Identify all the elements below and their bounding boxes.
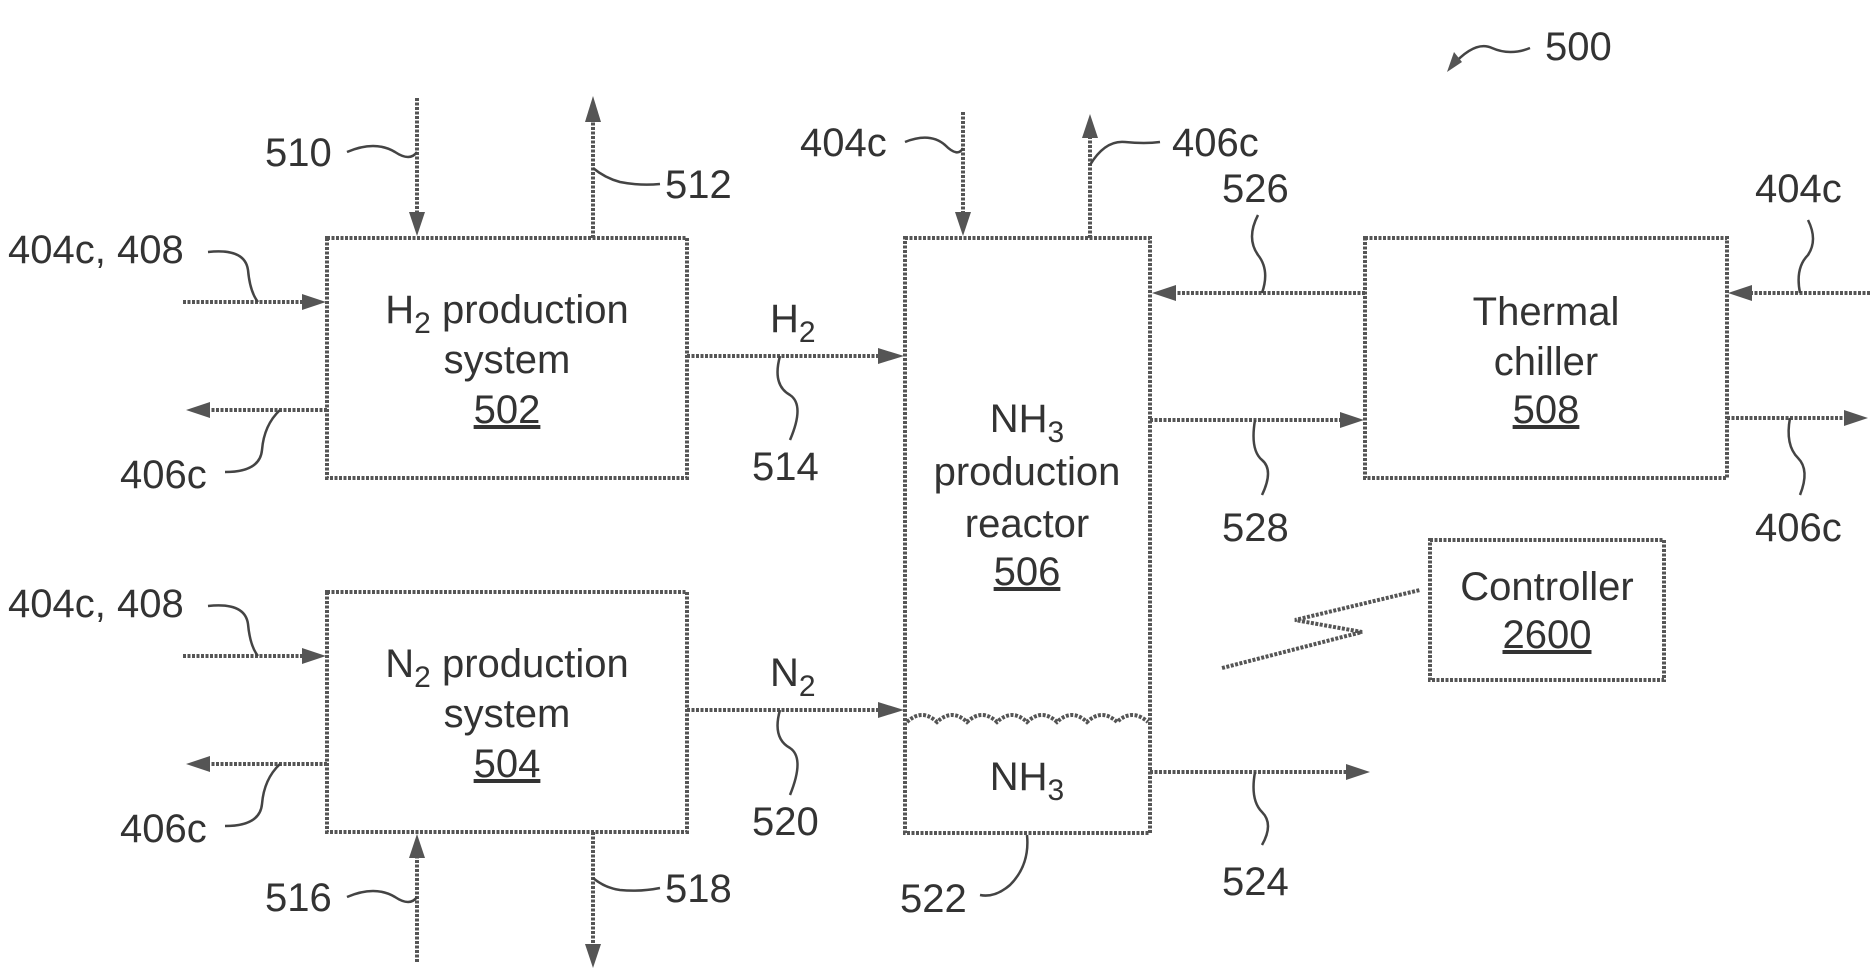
ref-528-leader — [1254, 420, 1268, 495]
ref-404c-408-top-leader — [208, 251, 258, 302]
ref-518-leader — [593, 878, 660, 891]
h2-flow-label: H2 — [770, 297, 816, 349]
stream-h2-input-arrowhead — [302, 294, 326, 310]
stream-526-arrowhead — [1152, 285, 1176, 301]
ref-406c-top: 406c — [120, 453, 207, 497]
ref-404c-408-top: 404c, 408 — [8, 228, 184, 272]
ref-406c-reactor: 406c — [1172, 121, 1259, 165]
ref-510-leader — [347, 146, 417, 157]
ref-512-leader — [593, 168, 660, 185]
ref-524-leader — [1254, 772, 1268, 845]
ref-520: 520 — [752, 800, 819, 844]
ref-406c-bottom: 406c — [120, 807, 207, 851]
ref-524: 524 — [1222, 860, 1289, 904]
ref-526-leader — [1252, 215, 1265, 293]
stream-528-arrowhead — [1340, 412, 1364, 428]
ref-516: 516 — [265, 876, 332, 920]
h2-production-system: H2 production system 502 — [327, 238, 687, 478]
ref-406c-bottom-leader — [225, 764, 280, 826]
ref-522: 522 — [900, 877, 967, 921]
h2-production-line2: system — [444, 338, 571, 382]
ref-404c-chiller: 404c — [1755, 167, 1842, 211]
ref-404c-408-bottom-leader — [208, 605, 258, 656]
reactor-line3: reactor — [965, 502, 1090, 546]
wireless-signal-icon — [1222, 590, 1420, 668]
ref-404c-chiller-leader — [1799, 220, 1813, 293]
ref-406c-chiller: 406c — [1755, 506, 1842, 550]
chiller-line1: Thermal — [1473, 290, 1620, 334]
n2-production-line2: system — [444, 692, 571, 736]
ref-516-leader — [347, 891, 417, 902]
ref-406c-reactor-leader — [1090, 142, 1160, 165]
stream-h2-406c-arrowhead — [186, 402, 210, 418]
chiller-line2: chiller — [1494, 340, 1598, 384]
stream-reactor-406c-arrowhead — [1082, 114, 1098, 138]
ref-404c-reactor: 404c — [800, 121, 887, 165]
ref-526: 526 — [1222, 167, 1289, 211]
nh3-production-reactor: NH3 production reactor 506 NH3 — [905, 238, 1150, 833]
figure-ref-arrowhead — [1447, 52, 1462, 72]
ref-514-leader — [778, 356, 798, 440]
reactor-ref: 506 — [994, 550, 1061, 594]
reactor-line2: production — [934, 450, 1121, 494]
ref-512: 512 — [665, 163, 732, 207]
stream-n2-406c-arrowhead — [186, 756, 210, 772]
ref-404c-reactor-leader — [905, 138, 963, 153]
controller-ref: 2600 — [1503, 613, 1592, 657]
controller-line1: Controller — [1460, 565, 1633, 609]
ref-518: 518 — [665, 867, 732, 911]
ref-514: 514 — [752, 445, 819, 489]
stream-512-arrowhead — [585, 96, 601, 122]
stream-524-arrowhead — [1346, 764, 1370, 780]
figure-ref-leader — [1452, 46, 1530, 66]
stream-reactor-404c-arrowhead — [955, 212, 971, 236]
n2-flow-label: N2 — [770, 651, 816, 703]
stream-h2-to-reactor-arrowhead — [878, 348, 904, 364]
stream-chiller-404c-arrowhead — [1728, 285, 1752, 301]
ref-404c-408-bottom: 404c, 408 — [8, 582, 184, 626]
figure-ref-group: 500 — [1447, 25, 1612, 72]
h2-production-ref: 502 — [474, 388, 541, 432]
stream-chiller-406c-arrowhead — [1844, 410, 1868, 426]
figure-ref: 500 — [1545, 25, 1612, 69]
chiller-ref: 508 — [1513, 388, 1580, 432]
ref-520-leader — [778, 710, 798, 795]
n2-production-system: N2 production system 504 — [327, 592, 687, 832]
ref-528: 528 — [1222, 506, 1289, 550]
ref-406c-top-leader — [225, 410, 280, 472]
stream-n2-input-arrowhead — [302, 648, 326, 664]
stream-n2-to-reactor-arrowhead — [878, 702, 904, 718]
ref-510: 510 — [265, 131, 332, 175]
controller-box — [1430, 540, 1664, 680]
ref-406c-chiller-leader — [1789, 418, 1805, 495]
n2-production-ref: 504 — [474, 742, 541, 786]
thermal-chiller: Thermal chiller 508 — [1365, 238, 1727, 478]
stream-516-arrowhead — [409, 834, 425, 858]
controller: Controller 2600 — [1430, 540, 1664, 680]
ref-522-leader — [980, 835, 1027, 896]
stream-518-arrowhead — [585, 944, 601, 968]
stream-510-arrowhead — [409, 212, 425, 236]
